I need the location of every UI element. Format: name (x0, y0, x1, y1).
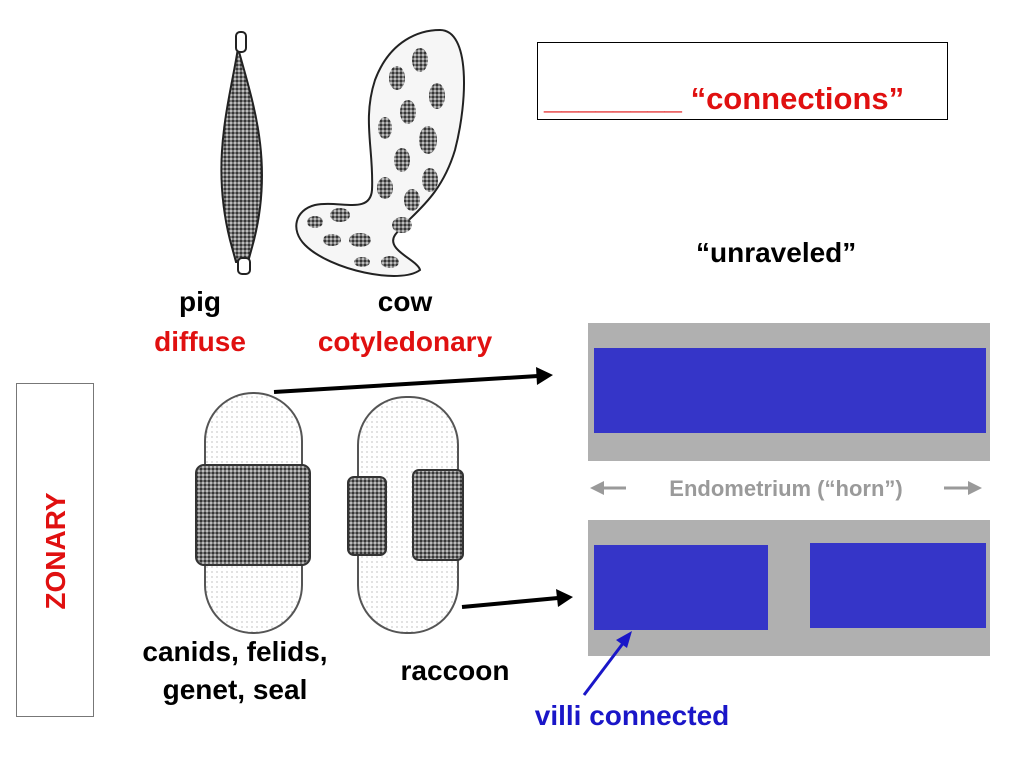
cow-name-label: cow (377, 286, 433, 317)
arrow-left-icon (590, 481, 626, 495)
endometrium-label: Endometrium (“horn”) (669, 476, 903, 501)
pig-name-label: pig (179, 286, 221, 317)
villi-pointer-arrow (582, 631, 632, 696)
arrow-raccoon-to-lower (461, 589, 573, 609)
connections-blank: ________ (544, 81, 682, 116)
raccoon-placenta-icon (347, 396, 464, 634)
canid-placenta-icon (195, 392, 311, 634)
unraveled-upper-villi (594, 348, 986, 433)
unraveled-label: “unraveled” (696, 237, 857, 268)
cow-placenta-icon (295, 28, 465, 277)
pig-placenta-icon (220, 31, 263, 275)
pig-type-label: diffuse (154, 326, 246, 357)
unraveled-lower-villi-right (810, 543, 986, 628)
canids-label-line1: canids, felids, (142, 636, 328, 667)
connections-text: ________ “connections” (544, 81, 904, 117)
cow-type-label: cotyledonary (317, 326, 493, 357)
connections-box: ________ “connections” (537, 42, 948, 120)
connections-word: “connections” (690, 81, 905, 116)
villi-connected-label: villi connected (534, 700, 730, 731)
unraveled-lower-villi-left (594, 545, 768, 630)
arrow-right-icon (944, 481, 982, 495)
arrow-canid-to-upper (273, 367, 553, 394)
zonary-box: ZONARY (16, 383, 94, 717)
canids-label-line2: genet, seal (162, 674, 308, 705)
zonary-label: ZONARY (40, 492, 71, 610)
raccoon-label: raccoon (400, 655, 510, 686)
